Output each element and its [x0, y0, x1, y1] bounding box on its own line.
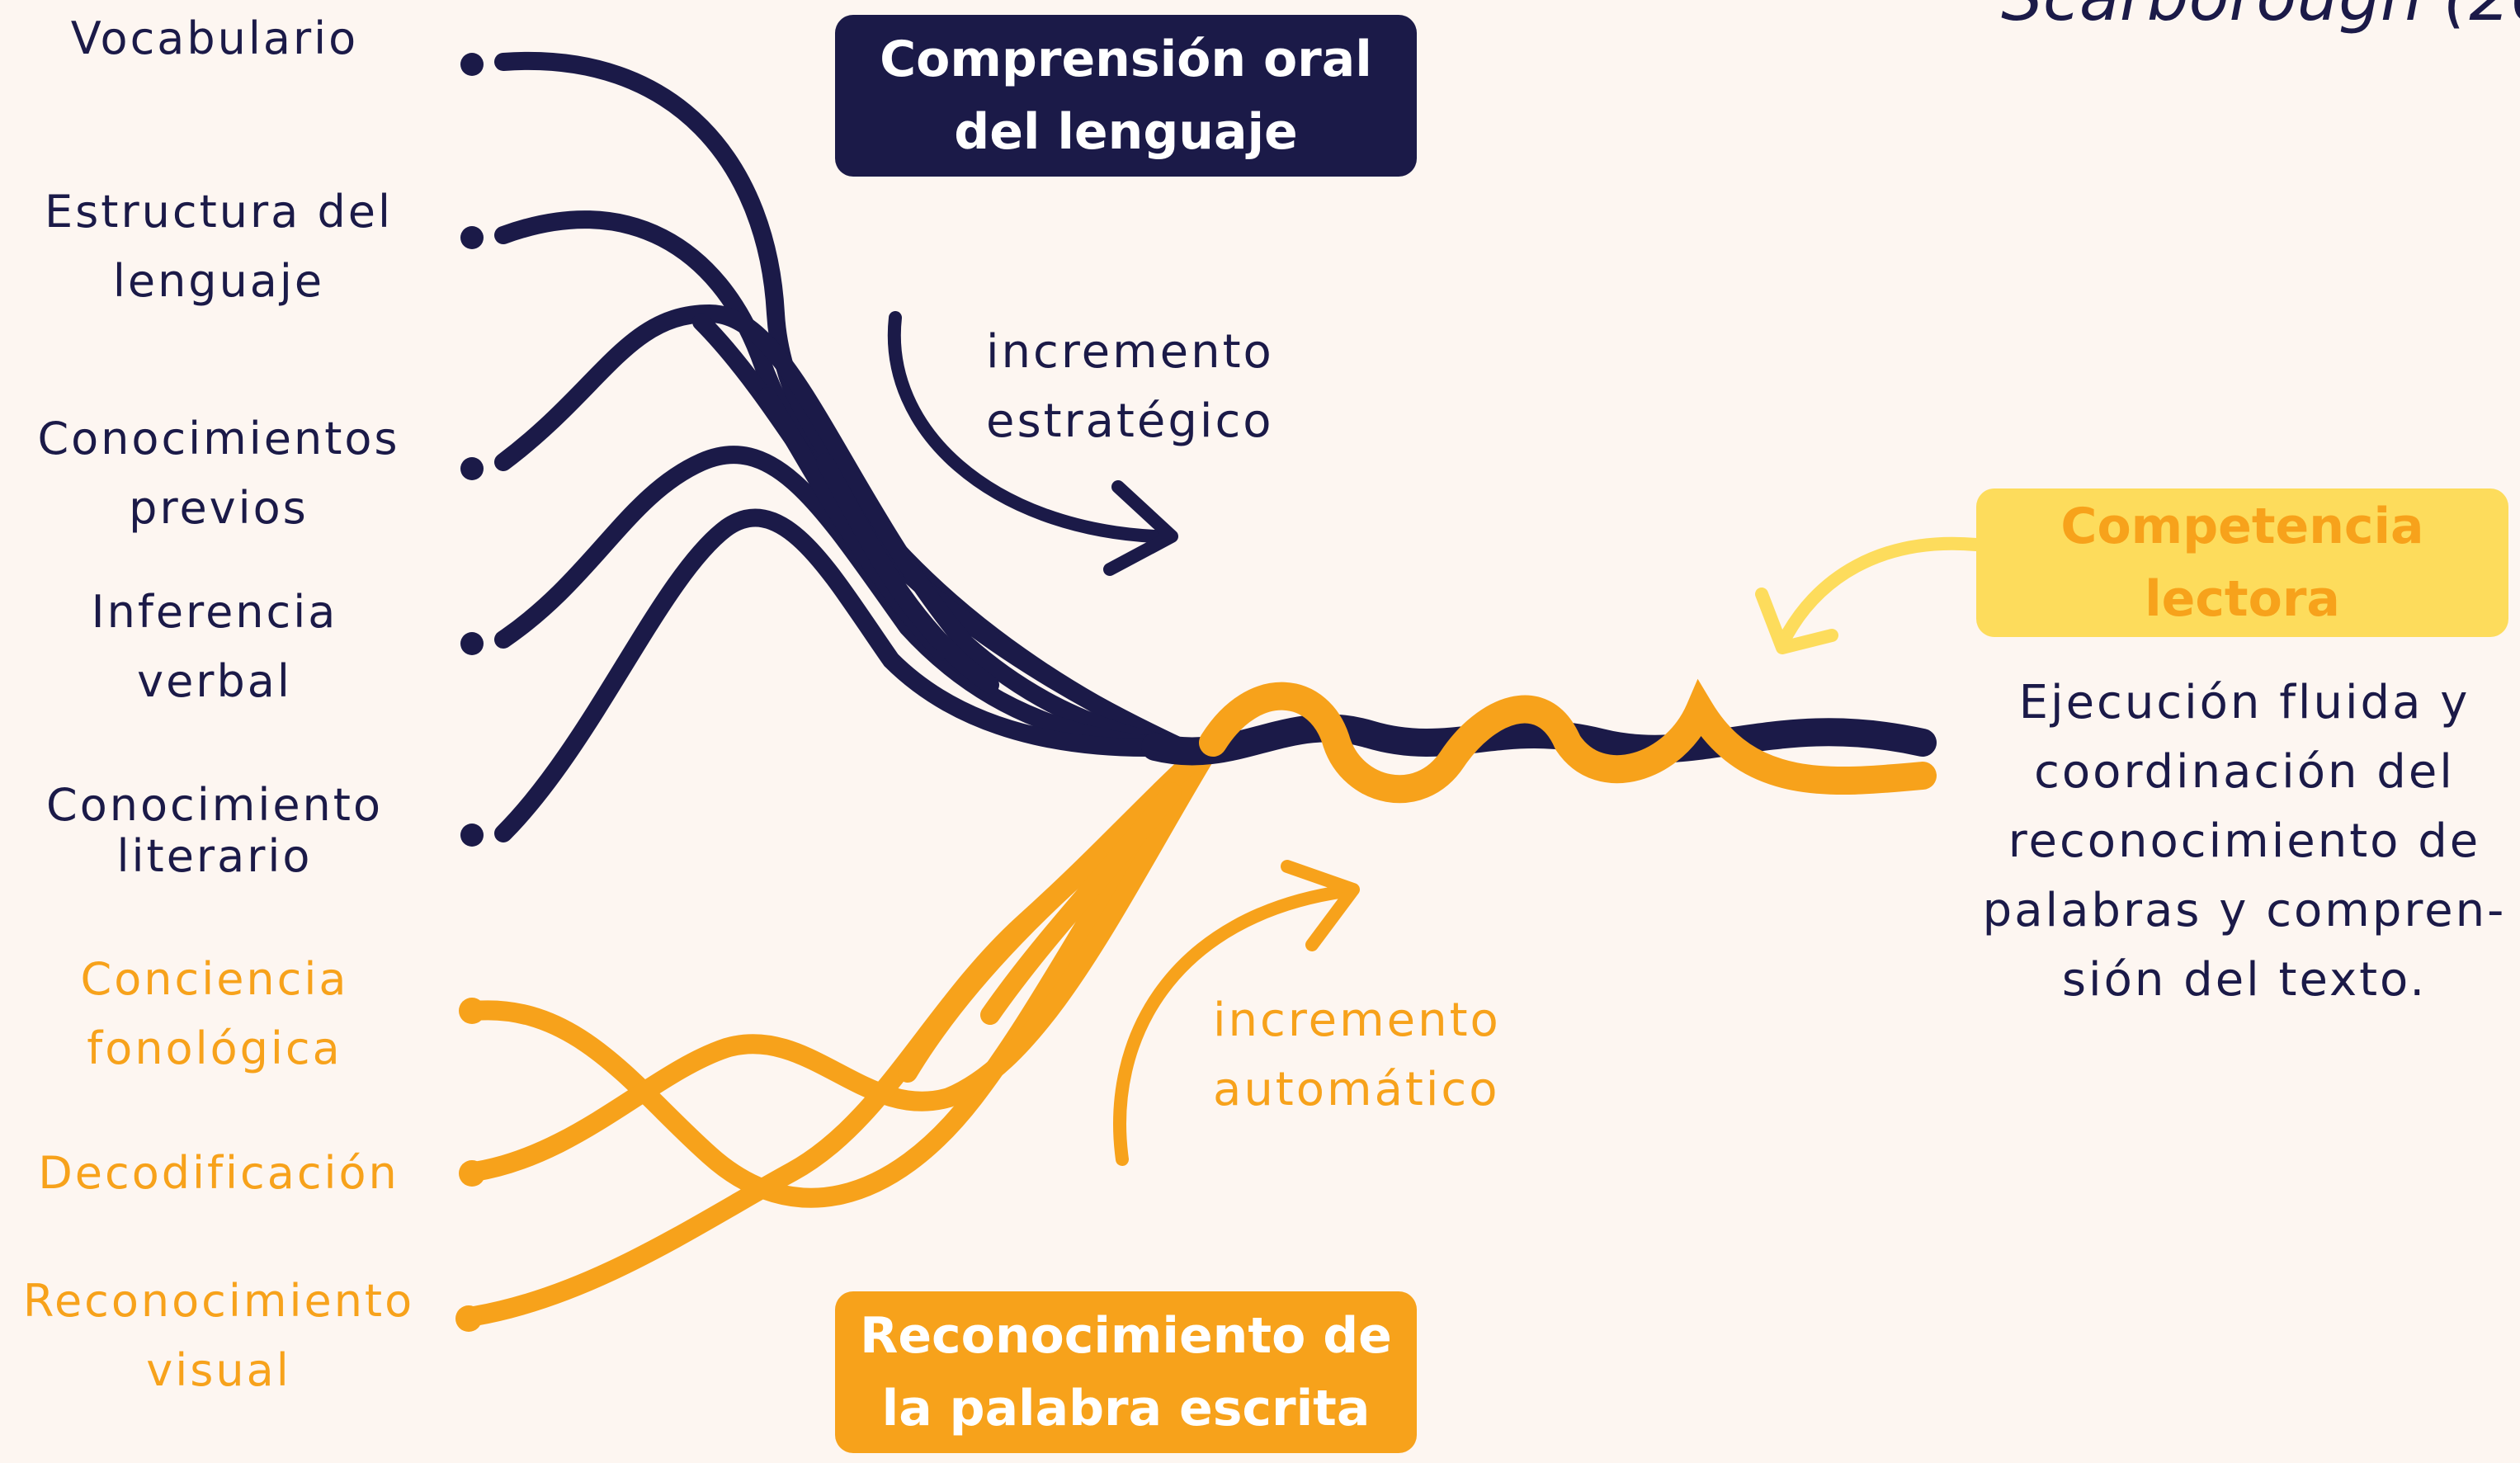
- note-line: incremento: [1213, 993, 1501, 1047]
- label-line: verbal: [137, 655, 292, 707]
- arrow-estrategico: [887, 311, 1162, 543]
- dot-conciencia: [459, 998, 485, 1024]
- note-line: incremento: [986, 325, 1274, 379]
- strand-inferencia: [494, 446, 1189, 756]
- label-line: Inferencia: [91, 586, 338, 638]
- arrow-estrategico-head: [1103, 480, 1178, 576]
- description-competencia: Ejecución fluida y coordinación del reco…: [1964, 668, 2520, 1015]
- label-line: Decodificación: [38, 1147, 399, 1199]
- arrows: [887, 311, 1983, 1166]
- description-line: Ejecución fluida y: [2018, 676, 2470, 729]
- strand-reconocimiento-visual: [465, 733, 1223, 1326]
- oral-language-strands: [494, 51, 1189, 842]
- label-conciencia: Conciencia fonológica: [33, 945, 396, 1083]
- word-weave-2: [980, 782, 1182, 1025]
- oral-weave-3: [816, 453, 999, 694]
- dot-conocimientos: [460, 457, 484, 480]
- label-line: lenguaje: [112, 255, 325, 307]
- dot-estructura: [460, 226, 484, 249]
- label-line: visual: [146, 1344, 291, 1396]
- label-line: Conocimientos: [37, 413, 400, 465]
- arrow-competencia: [1776, 536, 1983, 650]
- attribution: Scarborough (20: [2001, 0, 2520, 35]
- combined-rope: [1141, 678, 1937, 804]
- description-line: coordinación del: [2034, 745, 2455, 799]
- label-conocimientos: Conocimientos previos: [25, 404, 413, 543]
- box-reconocimiento-palabra: Reconocimiento de la palabra escrita: [835, 1291, 1417, 1453]
- label-line: fonológica: [87, 1022, 342, 1074]
- box-line: la palabra escrita: [881, 1380, 1371, 1437]
- description-line: palabras y compren-: [1982, 884, 2507, 937]
- label-line: Conciencia: [80, 953, 349, 1005]
- strand-conocimientos: [494, 304, 1189, 756]
- label-line: previos: [129, 482, 309, 534]
- label-line: Vocabulario: [70, 12, 359, 64]
- box-line: del lenguaje: [954, 103, 1298, 161]
- label-line: Estructura del: [45, 186, 393, 238]
- box-line: Competencia: [2060, 498, 2424, 555]
- word-weave-1: [898, 848, 1107, 1083]
- label-line: Reconocimiento: [22, 1275, 415, 1327]
- label-line: Conocimiento: [46, 779, 383, 831]
- strand-literario: [494, 508, 1189, 842]
- note-incremento-automatico: incremento automático: [1213, 986, 1527, 1125]
- label-decodificacion: Decodificación: [25, 1139, 413, 1208]
- strand-endpoints: [455, 53, 485, 1332]
- strand-conciencia: [465, 733, 1223, 1208]
- box-line: Reconocimiento de: [860, 1307, 1392, 1365]
- word-recognition-strands: [465, 733, 1223, 1326]
- dot-reconocimiento-visual: [455, 1305, 482, 1332]
- box-comprension-oral: Comprensión oral del lenguaje: [835, 15, 1417, 177]
- arrow-automatico: [1113, 885, 1352, 1166]
- description-line: sión del texto.: [2061, 953, 2428, 1007]
- note-line: automático: [1213, 1063, 1500, 1116]
- dot-inferencia: [460, 632, 484, 655]
- arrow-competencia-head: [1755, 588, 1838, 654]
- strand-decodificacion: [465, 733, 1223, 1182]
- description-line: reconocimiento de: [2008, 814, 2481, 868]
- arrow-automatico-head: [1281, 860, 1360, 951]
- box-line: Comprensión oral: [880, 31, 1372, 88]
- label-inferencia: Inferencia verbal: [50, 578, 380, 716]
- dot-decodificacion: [459, 1160, 485, 1187]
- rope-orange: [1199, 678, 1937, 804]
- dot-literario: [460, 824, 484, 847]
- box-competencia-lectora: Competencia lectora: [1976, 488, 2508, 637]
- label-reconocimiento-visual: Reconocimiento visual: [12, 1267, 425, 1405]
- box-line: lectora: [2145, 570, 2340, 628]
- label-vocabulario: Vocabulario: [50, 4, 380, 73]
- label-literario: Conocimiento literario: [17, 780, 413, 882]
- note-incremento-estrategico: incremento estratégico: [986, 318, 1300, 456]
- label-estructura: Estructura del lenguaje: [33, 177, 404, 316]
- note-line: estratégico: [986, 394, 1274, 448]
- dot-vocabulario: [460, 53, 484, 76]
- label-line: literario: [116, 830, 313, 882]
- rope-navy: [1141, 714, 1937, 766]
